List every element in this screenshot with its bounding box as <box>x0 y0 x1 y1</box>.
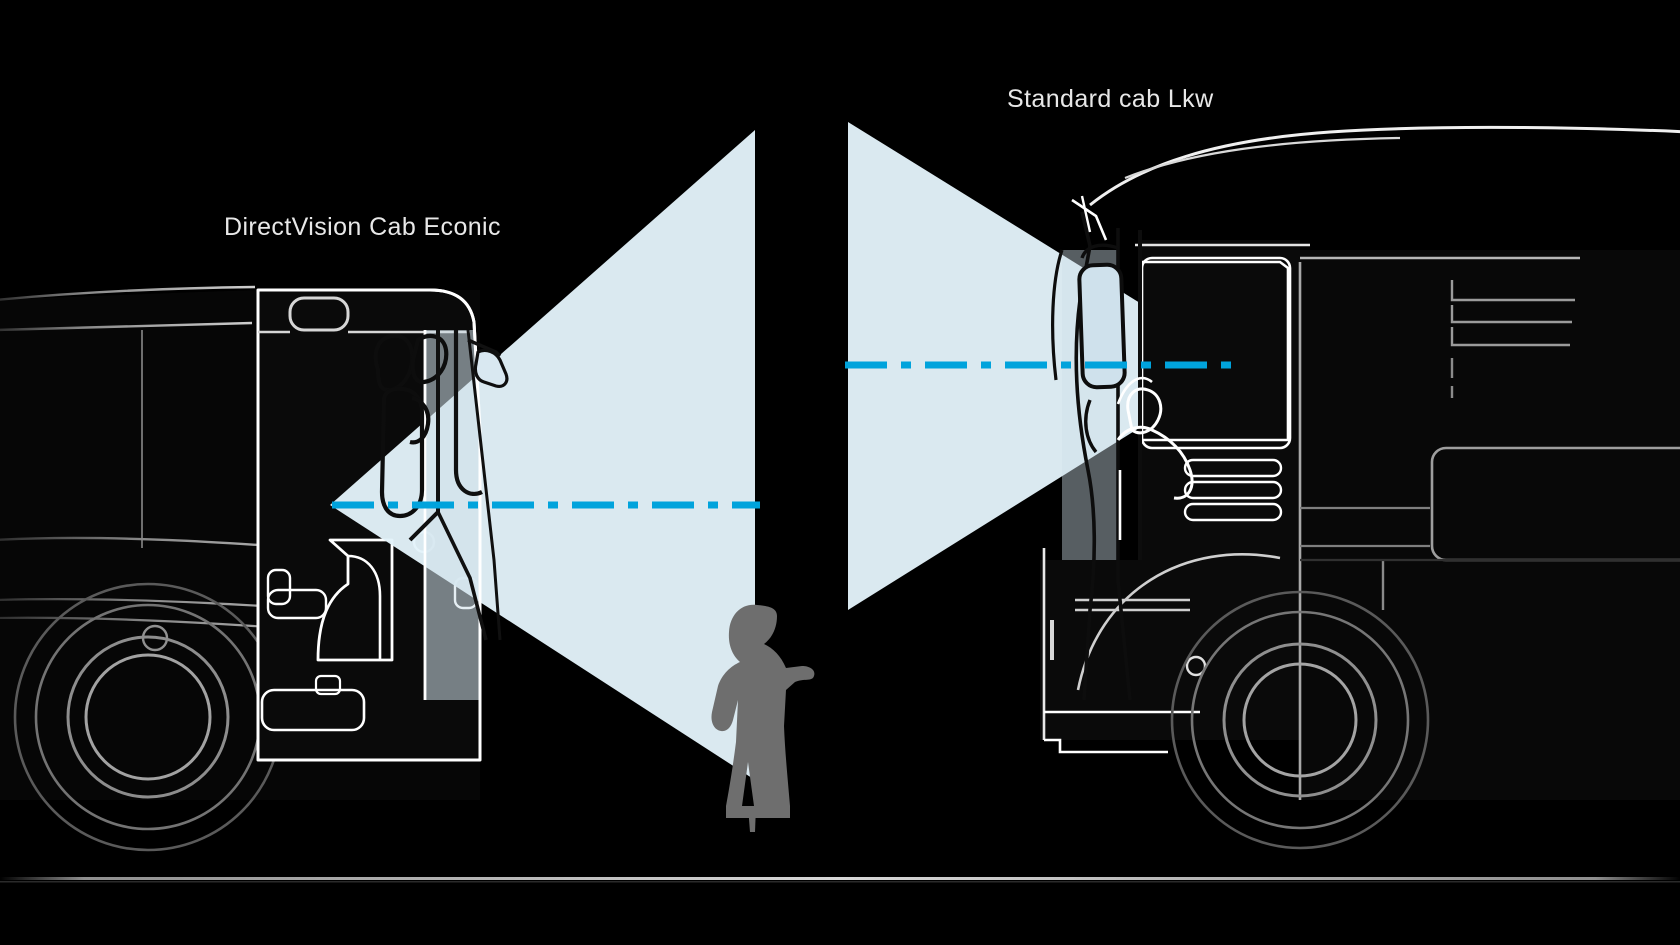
ground-line-shadow <box>0 881 1680 883</box>
ground-line <box>0 877 1680 880</box>
pedestrian-icon <box>711 604 815 832</box>
label-standard-cab-lkw: Standard cab Lkw <box>1007 85 1214 113</box>
roof-hatch-icon <box>288 296 350 332</box>
econic-cab-overlay <box>373 288 509 760</box>
label-directvision-cab-econic: DirectVision Cab Econic <box>224 213 501 241</box>
side-mirror-icon <box>1077 262 1127 390</box>
side-mirror-icon <box>467 338 509 388</box>
direct-vision-cone-econic <box>330 130 755 780</box>
standard-cab-overlay <box>1051 195 1194 701</box>
driver-figure-icon <box>1116 376 1194 540</box>
